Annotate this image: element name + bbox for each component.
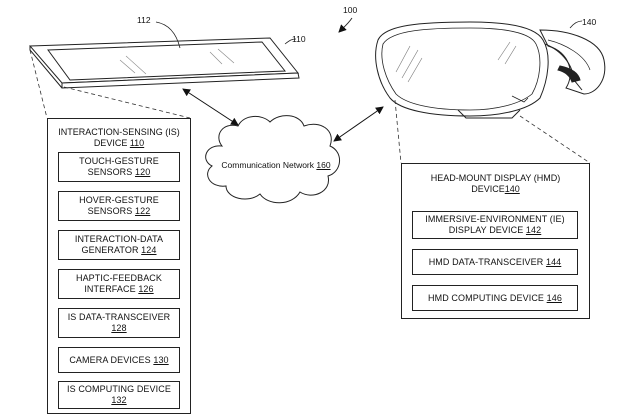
tablet-leader-line xyxy=(284,38,297,45)
hmd-leader-line xyxy=(569,20,583,29)
is-device-title: INTERACTION-SENSING (IS) DEVICE 110 xyxy=(58,127,180,148)
screen-leader-line xyxy=(155,21,181,49)
dashed-leader-lines xyxy=(29,49,591,164)
hmd-data-transceiver-box: HMD DATA-TRANSCEIVER 144 xyxy=(412,249,578,275)
hmd-computing-device-box: HMD COMPUTING DEVICE 146 xyxy=(412,285,578,311)
hmd-label: 140 xyxy=(582,17,597,27)
network-label: Communication Network 160 xyxy=(221,160,331,170)
tablet-device-drawing xyxy=(28,37,300,89)
is-device-box: INTERACTION-SENSING (IS) DEVICE 110 TOUC… xyxy=(47,118,191,414)
camera-devices-box: CAMERA DEVICES 130 xyxy=(58,347,180,373)
tablet-network-arrow xyxy=(182,88,239,126)
hmd-headset-drawing xyxy=(375,21,606,119)
tablet-screen-label: 112 xyxy=(137,15,151,25)
system-pointer-arrow xyxy=(338,17,353,33)
hmd-device-title: HEAD-MOUNT DISPLAY (HMD) DEVICE140 xyxy=(430,173,561,194)
network-cloud xyxy=(205,115,340,204)
hmd-device-box: HEAD-MOUNT DISPLAY (HMD) DEVICE140 IMMER… xyxy=(401,163,590,319)
tablet-label: 110 xyxy=(292,34,306,44)
network-hmd-arrow xyxy=(333,106,384,142)
system-label: 100 xyxy=(343,5,358,15)
ie-display-device-box: IMMERSIVE-ENVIRONMENT (IE)DISPLAY DEVICE… xyxy=(412,211,578,239)
